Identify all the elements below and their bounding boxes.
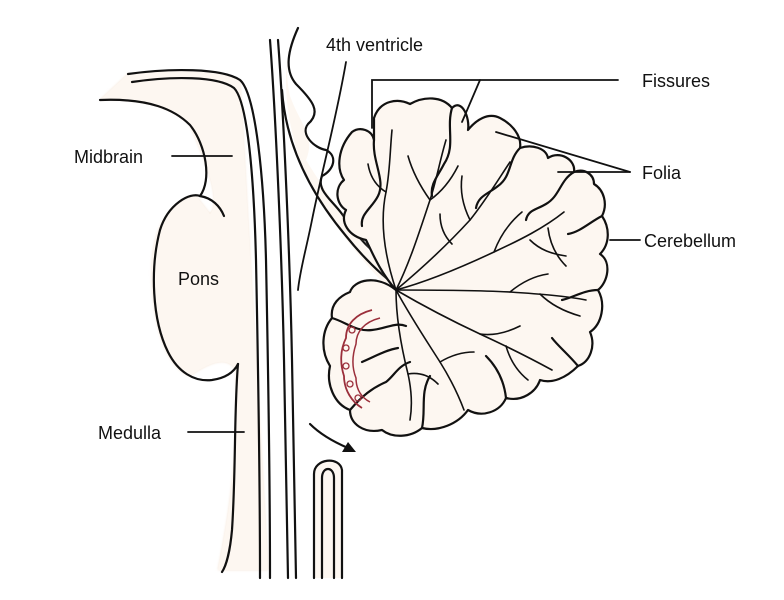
ventricle-roof — [280, 26, 398, 292]
arbor-vitae — [367, 129, 587, 421]
csf-flow-arrow — [308, 422, 356, 452]
choroid-inner — [352, 317, 381, 403]
leader-fissures-a — [371, 79, 619, 129]
groove-4 — [524, 170, 576, 222]
cerebellum-outline — [322, 97, 609, 437]
pons-notch — [198, 194, 226, 218]
groove-2 — [430, 106, 454, 198]
choroid-outline — [340, 309, 373, 409]
brainstem-fill — [100, 72, 268, 570]
lower-canal-inner — [320, 467, 336, 580]
label-fourth-ventricle: 4th ventricle — [326, 35, 424, 55]
leader-fissures-b — [461, 79, 481, 123]
groove-5 — [566, 214, 604, 236]
brainstem-dorsal-line-back2 — [276, 38, 298, 580]
lower-canal-shape — [312, 459, 344, 580]
ventricle-roof-wavy — [287, 26, 376, 254]
brainstem — [98, 38, 298, 580]
medulla-outline — [220, 362, 240, 574]
groove-9 — [420, 374, 432, 430]
groove-1 — [360, 138, 382, 228]
lower-canal — [312, 459, 344, 580]
groove-3 — [474, 146, 522, 210]
leader-lines — [171, 61, 641, 433]
midbrain-outline — [98, 98, 208, 198]
label-midbrain: Midbrain — [74, 147, 144, 167]
pons-outline — [152, 194, 240, 382]
brainstem-dorsal-line-inner — [130, 77, 262, 580]
ventricle-roof-inner — [280, 88, 398, 288]
label-fissures: Fissures — [642, 71, 711, 91]
label-medulla: Medulla — [98, 423, 162, 443]
label-cerebellum: Cerebellum — [644, 231, 737, 251]
groove-7 — [550, 336, 580, 368]
choroid-plexus — [340, 309, 381, 409]
cerebellum — [322, 97, 609, 437]
brainstem-dorsal-line-outer — [126, 69, 272, 580]
groove-6 — [560, 288, 600, 302]
leader-fourth-ventricle — [297, 61, 347, 291]
label-folia: Folia — [642, 163, 682, 183]
label-pons: Pons — [178, 269, 220, 289]
groove-11 — [330, 316, 408, 332]
groove-8 — [484, 354, 508, 400]
groove-12 — [360, 346, 400, 364]
leader-folia-a — [495, 131, 631, 173]
brainstem-dorsal-line-back — [268, 38, 290, 580]
